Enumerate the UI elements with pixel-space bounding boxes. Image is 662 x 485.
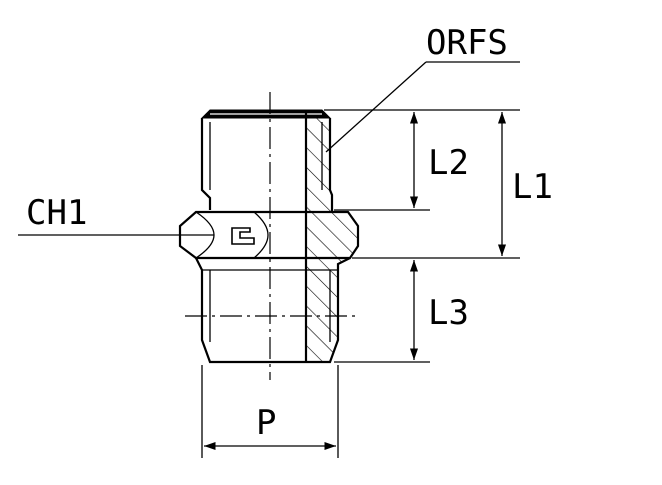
manufacturer-logo-icon — [231, 227, 255, 245]
l3-label: L3 — [428, 293, 469, 333]
l1-label: L1 — [512, 167, 553, 207]
upper-body — [200, 118, 334, 212]
p-label: P — [256, 403, 276, 443]
dimension-arrows — [204, 112, 507, 451]
leader-lines — [18, 61, 520, 236]
orfs-thread-band — [200, 109, 332, 119]
ch1-label: CH1 — [26, 193, 87, 233]
section-hatching — [306, 110, 358, 362]
l2-label: L2 — [428, 143, 469, 183]
extension-lines — [201, 109, 520, 458]
centerlines — [185, 92, 355, 380]
orfs-label: ORFS — [426, 23, 508, 63]
